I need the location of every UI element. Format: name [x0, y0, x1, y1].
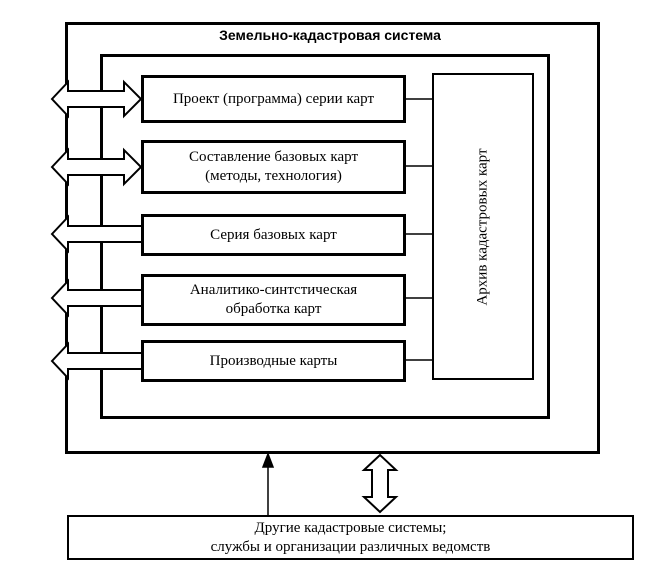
double-arrow-4	[50, 278, 143, 318]
external-systems-box: Другие кадастровые системы; службы и орг…	[67, 515, 634, 560]
block-analytic-synthetic: Аналитико-синтстическая обработка карт	[141, 274, 406, 326]
system-title: Земельно-кадастровая система	[219, 27, 441, 43]
block-base-maps-series: Серия базовых карт	[141, 214, 406, 256]
archive-cadastral-maps: Архив кадастровых карт	[432, 73, 534, 380]
double-arrow-2	[50, 147, 143, 187]
external-systems-line1: Другие кадастровые системы;	[254, 519, 447, 536]
block-project-series: Проект (программа) серии карт	[141, 75, 406, 123]
input-arrow-head	[261, 451, 275, 468]
external-systems-line2: службы и организации различных ведомств	[210, 538, 491, 555]
archive-label: Архив кадастровых карт	[474, 147, 491, 306]
block-derived-maps: Производные карты	[141, 340, 406, 382]
double-arrow-3	[50, 214, 143, 254]
block-base-maps-compilation: Составление базовых карт (методы, технол…	[141, 140, 406, 194]
double-arrow-1	[50, 79, 143, 119]
double-arrow-5	[50, 341, 143, 381]
exchange-double-arrow	[361, 453, 399, 514]
